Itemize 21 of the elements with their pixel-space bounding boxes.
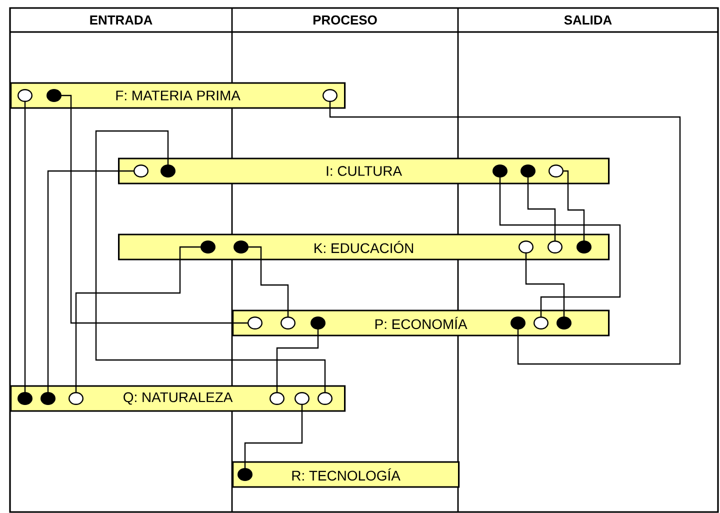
column-header: ENTRADA xyxy=(90,16,152,24)
connector-line xyxy=(40,164,148,405)
column-header: PROCESO xyxy=(313,15,377,25)
category-bar: I: CULTURA xyxy=(118,158,610,184)
connector-line xyxy=(234,240,296,330)
category-bar: P: ECONOMÍA xyxy=(232,310,610,336)
connector-line xyxy=(95,130,333,405)
connector-line xyxy=(520,164,562,254)
category-bar: R: TECNOLOGÍA xyxy=(232,461,460,488)
connector-line xyxy=(492,164,621,330)
connector-line xyxy=(322,89,681,365)
connector-line xyxy=(68,240,216,405)
connector-line xyxy=(46,89,262,330)
connector-line xyxy=(518,240,572,330)
column-header: SALIDA xyxy=(564,15,612,25)
connector-line xyxy=(270,316,326,405)
connector-line xyxy=(548,164,592,254)
category-bar: K: EDUCACIÓN xyxy=(118,234,610,260)
connector-line xyxy=(18,89,32,405)
category-bar: F: MATERIA PRIMA xyxy=(10,82,346,109)
connector-line xyxy=(238,392,310,481)
